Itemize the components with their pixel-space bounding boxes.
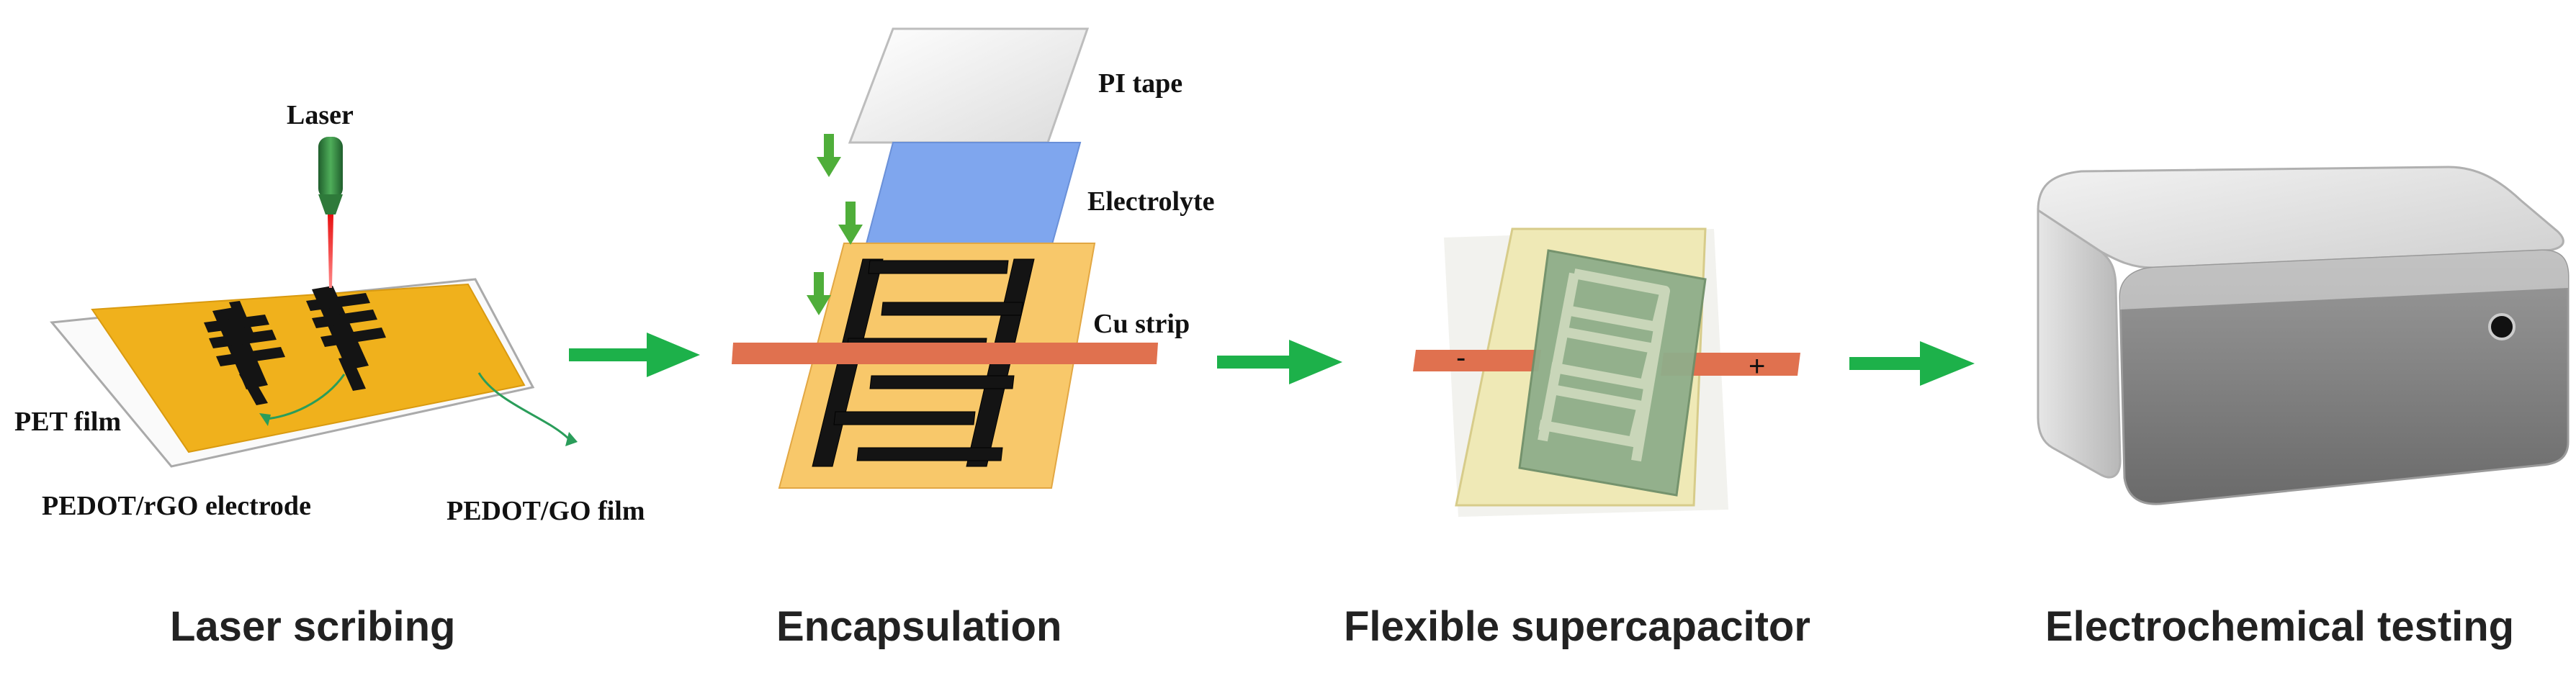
- encapsulated-electrode-pattern: [1538, 268, 1670, 462]
- pi-tape-label: PI tape: [1098, 68, 1182, 99]
- step-title-encapsulation: Encapsulation: [776, 603, 1062, 650]
- negative-terminal-sign: -: [1456, 342, 1466, 374]
- right-arrow-icon: [569, 333, 700, 377]
- step-title-electrochemical-testing: Electrochemical testing: [2045, 603, 2514, 650]
- instrument-bezel: [2120, 250, 2568, 310]
- encapsulation-panel: PI tape Electrolyte Cu strip: [732, 27, 1215, 489]
- step-title-laser-scribing: Laser scribing: [170, 603, 455, 650]
- cu-strip: [732, 343, 1158, 364]
- pedot-go-film-label: PEDOT/GO film: [446, 496, 645, 526]
- right-arrow-icon: [1217, 340, 1342, 384]
- electrode-pointer-arrow: [264, 374, 346, 420]
- instrument-left-side: [2037, 208, 2122, 479]
- negative-cu-strip: [1413, 350, 1541, 371]
- encapsulated-film: [1518, 249, 1707, 497]
- pedot-go-film: [91, 283, 526, 453]
- pedot-rgo-electrode-left: [204, 301, 285, 405]
- laser-beam: [328, 214, 333, 288]
- laser-label: Laser: [287, 100, 354, 130]
- positive-terminal-sign: +: [1749, 351, 1765, 382]
- down-arrow-icon: [807, 134, 863, 315]
- electrochemical-workstation-icon: [2037, 166, 2570, 505]
- pet-film-label: PET film: [14, 407, 121, 437]
- pedot-rgo-electrode-label: PEDOT/rGO electrode: [42, 491, 311, 521]
- laser-scribing-panel: Laser PET film PEDOT/rGO electrode PEDOT…: [14, 100, 645, 526]
- cu-strip-label: Cu strip: [1093, 309, 1190, 339]
- right-arrow-icon: [1849, 341, 1975, 386]
- pi-tape: [848, 27, 1090, 144]
- flexible-supercapacitor-panel: - +: [1413, 227, 1800, 517]
- pedot-rgo-electrode-right: [306, 286, 386, 391]
- electrolyte-layer: [863, 142, 1082, 253]
- laser-pen-icon: [318, 137, 343, 288]
- instrument-port: [2488, 313, 2516, 340]
- film-pointer-arrow: [477, 372, 570, 441]
- electrolyte-label: Electrolyte: [1087, 186, 1215, 217]
- step-title-flexible-supercapacitor: Flexible supercapacitor: [1344, 603, 1810, 650]
